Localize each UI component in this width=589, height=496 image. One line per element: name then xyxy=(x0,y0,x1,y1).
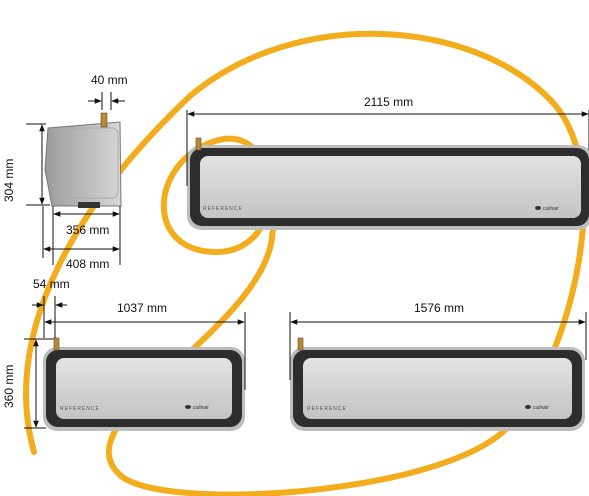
dim-side-pipe-width: 40 mm xyxy=(91,73,128,87)
dim-side-height: 304 mm xyxy=(2,159,16,202)
svg-text:culinair: culinair xyxy=(533,405,549,411)
dim-large-unit-width: 2115 mm xyxy=(364,95,413,109)
svg-text:culinair: culinair xyxy=(193,405,209,411)
dim-small-unit-width: 1037 mm xyxy=(117,301,167,315)
side-view-unit xyxy=(44,112,122,208)
pipe-connector-icon xyxy=(297,337,304,351)
svg-text:REFERENCE: REFERENCE xyxy=(307,406,347,412)
svg-text:REFERENCE: REFERENCE xyxy=(203,206,243,212)
brand-logo-icon: culinair xyxy=(525,405,549,411)
pipe-connector-icon xyxy=(100,112,108,128)
dim-small-pipe-offset: 54 mm xyxy=(33,277,70,291)
svg-text:REFERENCE: REFERENCE xyxy=(60,406,100,412)
brand-logo-icon: culinair xyxy=(535,206,559,212)
dim-side-total-depth: 408 mm xyxy=(66,257,109,271)
brand-logo-icon: culinair xyxy=(185,405,209,411)
dim-side-inner-depth: 356 mm xyxy=(66,223,109,237)
dim-small-unit-height: 360 mm xyxy=(2,365,16,408)
large-heater-unit: REFERENCE culinair xyxy=(187,137,589,230)
dim-medium-unit-width: 1576 mm xyxy=(414,301,464,315)
pipe-connector-icon xyxy=(53,337,60,351)
svg-text:culinair: culinair xyxy=(543,206,559,212)
medium-heater-unit: REFERENCE culinair xyxy=(290,337,585,431)
pipe-connector-icon xyxy=(195,137,202,151)
small-heater-unit: REFERENCE culinair xyxy=(43,337,245,431)
